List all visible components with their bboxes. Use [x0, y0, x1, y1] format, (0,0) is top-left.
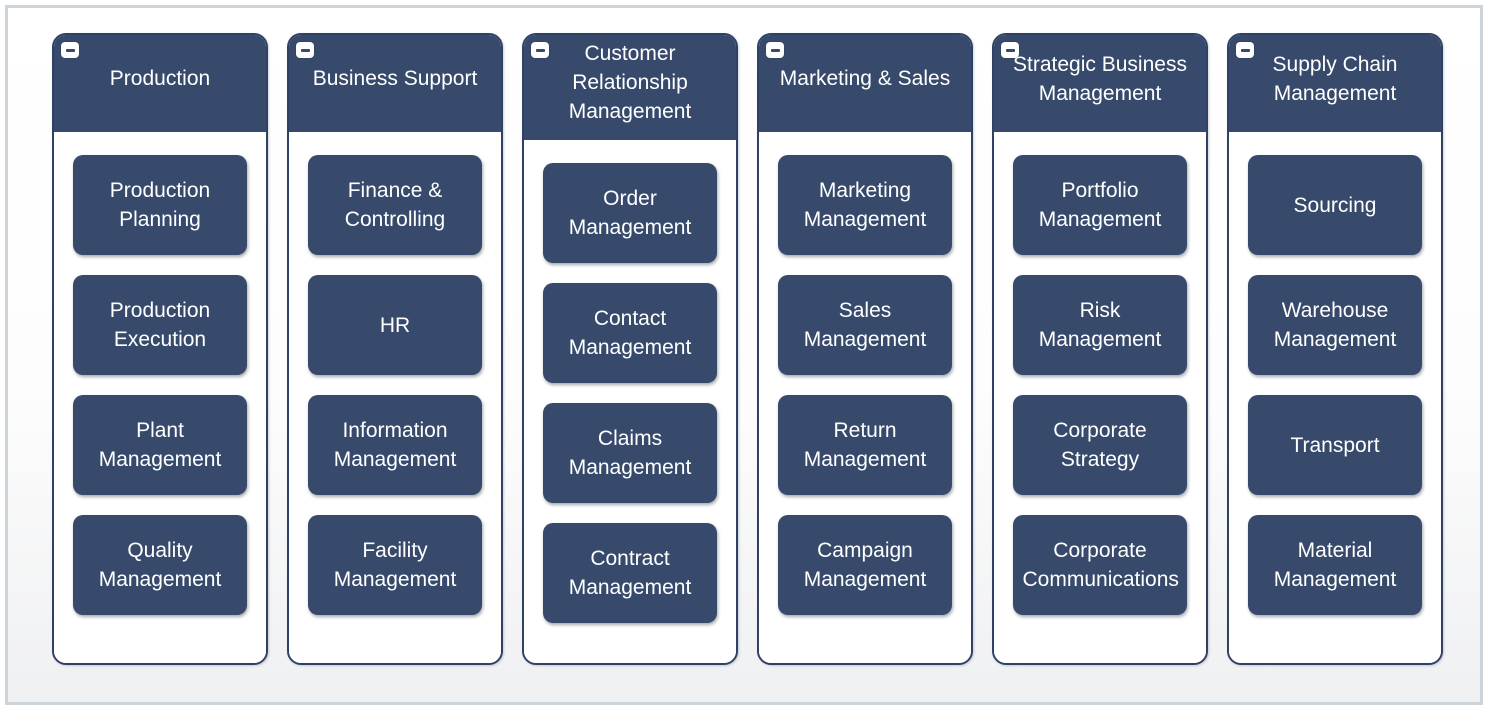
capability-node[interactable]: Production Planning: [73, 155, 247, 255]
capability-node[interactable]: Finance & Controlling: [308, 155, 482, 255]
group-header[interactable]: Supply Chain Management: [1229, 35, 1441, 132]
capability-label: Material Management: [1273, 539, 1397, 591]
capability-node[interactable]: Marketing Management: [778, 155, 952, 255]
capability-label: Contact Management: [568, 307, 692, 359]
capability-node[interactable]: Return Management: [778, 395, 952, 495]
capability-node[interactable]: Risk Management: [1013, 275, 1187, 375]
collapse-minus-icon[interactable]: [1236, 42, 1254, 58]
group-body: Production Planning Production Execution…: [54, 132, 266, 663]
capability-label: Plant Management: [98, 419, 222, 471]
capability-label: Campaign Management: [803, 539, 927, 591]
capability-label: Facility Management: [333, 539, 457, 591]
collapse-minus-icon[interactable]: [296, 42, 314, 58]
capability-label: Marketing Management: [803, 179, 927, 231]
group-title: Production: [109, 67, 211, 90]
minus-glyph: [65, 48, 75, 52]
capability-node[interactable]: Contract Management: [543, 523, 717, 623]
collapse-minus-icon[interactable]: [766, 42, 784, 58]
capability-node[interactable]: Portfolio Management: [1013, 155, 1187, 255]
capability-label: Sourcing: [1293, 193, 1377, 217]
capability-node[interactable]: Sourcing: [1248, 155, 1422, 255]
capability-node[interactable]: Facility Management: [308, 515, 482, 615]
capability-node[interactable]: Plant Management: [73, 395, 247, 495]
capability-group: Production Production Planning Productio…: [52, 33, 268, 665]
capability-node[interactable]: Corporate Communications: [1013, 515, 1187, 615]
capability-node[interactable]: Claims Management: [543, 403, 717, 503]
minus-glyph: [300, 48, 310, 52]
collapse-minus-icon[interactable]: [61, 42, 79, 58]
capability-group: Business Support Finance & Controlling H…: [287, 33, 503, 665]
capability-label: Return Management: [803, 419, 927, 471]
capability-label: Quality Management: [98, 539, 222, 591]
capability-group: Customer Relationship Management Order M…: [522, 33, 738, 665]
minus-glyph: [1240, 48, 1250, 52]
group-header[interactable]: Marketing & Sales: [759, 35, 971, 132]
capability-map: Production Production Planning Productio…: [52, 33, 1443, 665]
minus-glyph: [770, 48, 780, 52]
capability-node[interactable]: Sales Management: [778, 275, 952, 375]
capability-node[interactable]: Information Management: [308, 395, 482, 495]
group-body: Sourcing Warehouse Management Transport …: [1229, 132, 1441, 663]
capability-label: Claims Management: [568, 427, 692, 479]
capability-node[interactable]: Warehouse Management: [1248, 275, 1422, 375]
capability-node[interactable]: Production Execution: [73, 275, 247, 375]
capability-label: Order Management: [568, 187, 692, 239]
capability-label: Risk Management: [1038, 299, 1162, 351]
group-header[interactable]: Strategic Business Management: [994, 35, 1206, 132]
group-title: Supply Chain Management: [1272, 52, 1398, 105]
collapse-minus-icon[interactable]: [1001, 42, 1019, 58]
capability-label: HR: [379, 313, 411, 337]
capability-label: Contract Management: [568, 547, 692, 599]
capability-group: Marketing & Sales Marketing Management S…: [757, 33, 973, 665]
capability-group: Strategic Business Management Portfolio …: [992, 33, 1208, 665]
group-header[interactable]: Business Support: [289, 35, 501, 132]
group-title: Marketing & Sales: [779, 67, 951, 90]
capability-label: Transport: [1290, 433, 1380, 457]
capability-label: Corporate Communications: [1022, 539, 1179, 591]
capability-label: Production Execution: [109, 299, 211, 351]
capability-label: Information Management: [333, 419, 457, 471]
group-body: Order Management Contact Management Clai…: [524, 140, 736, 663]
capability-node[interactable]: Transport: [1248, 395, 1422, 495]
capability-node[interactable]: Corporate Strategy: [1013, 395, 1187, 495]
capability-node[interactable]: Contact Management: [543, 283, 717, 383]
capability-label: Sales Management: [803, 299, 927, 351]
group-header[interactable]: Customer Relationship Management: [524, 35, 736, 140]
collapse-minus-icon[interactable]: [531, 42, 549, 58]
capability-label: Finance & Controlling: [344, 179, 446, 231]
capability-node[interactable]: HR: [308, 275, 482, 375]
capability-node[interactable]: Material Management: [1248, 515, 1422, 615]
group-body: Marketing Management Sales Management Re…: [759, 132, 971, 663]
group-title: Business Support: [312, 67, 478, 90]
diagram-frame: Production Production Planning Productio…: [5, 5, 1483, 705]
minus-glyph: [1005, 48, 1015, 52]
capability-label: Production Planning: [109, 179, 211, 231]
group-body: Portfolio Management Risk Management Cor…: [994, 132, 1206, 663]
capability-label: Portfolio Management: [1038, 179, 1162, 231]
minus-glyph: [535, 48, 545, 52]
capability-group: Supply Chain Management Sourcing Warehou…: [1227, 33, 1443, 665]
group-body: Finance & Controlling HR Information Man…: [289, 132, 501, 663]
capability-label: Corporate Strategy: [1053, 419, 1147, 471]
capability-label: Warehouse Management: [1273, 299, 1397, 351]
capability-node[interactable]: Campaign Management: [778, 515, 952, 615]
capability-node[interactable]: Order Management: [543, 163, 717, 263]
capability-node[interactable]: Quality Management: [73, 515, 247, 615]
group-header[interactable]: Production: [54, 35, 266, 132]
group-title: Customer Relationship Management: [568, 42, 692, 123]
group-title: Strategic Business Management: [1013, 52, 1187, 105]
